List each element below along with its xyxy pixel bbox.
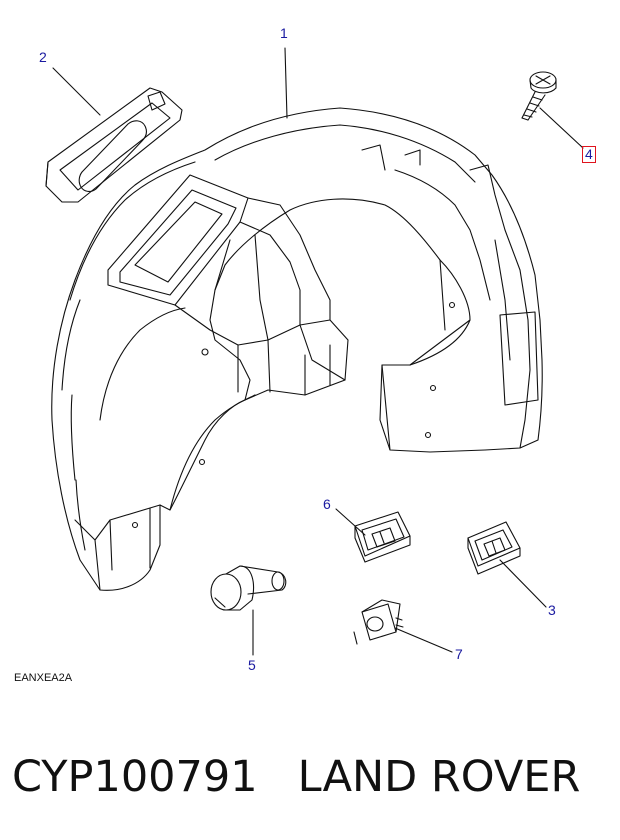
push-rivet-part-5 <box>210 565 287 611</box>
callout-6: 6 <box>323 496 331 512</box>
drawing-code: EANXEA2A <box>14 672 73 684</box>
part-footer: CYP100791 LAND ROVER <box>12 742 612 812</box>
spring-clip-part-3 <box>467 521 521 575</box>
callout-2: 2 <box>39 49 47 65</box>
callout-leader-lines <box>52 47 584 656</box>
callout-5: 5 <box>248 657 256 673</box>
wheel-arch-liner-part-1 <box>51 107 543 591</box>
callout-4-highlighted[interactable]: 4 <box>582 146 596 163</box>
spring-clip-part-6 <box>354 511 411 563</box>
cover-panel-part-2 <box>45 87 183 203</box>
clip-nut-part-7 <box>353 599 404 645</box>
brand-name: LAND ROVER <box>297 752 581 802</box>
part-number: CYP100791 <box>12 752 258 802</box>
callout-3: 3 <box>548 602 556 618</box>
callout-1: 1 <box>280 25 288 41</box>
callout-7: 7 <box>455 646 463 662</box>
exploded-parts-diagram <box>45 47 584 656</box>
screw-part-4 <box>521 71 557 121</box>
